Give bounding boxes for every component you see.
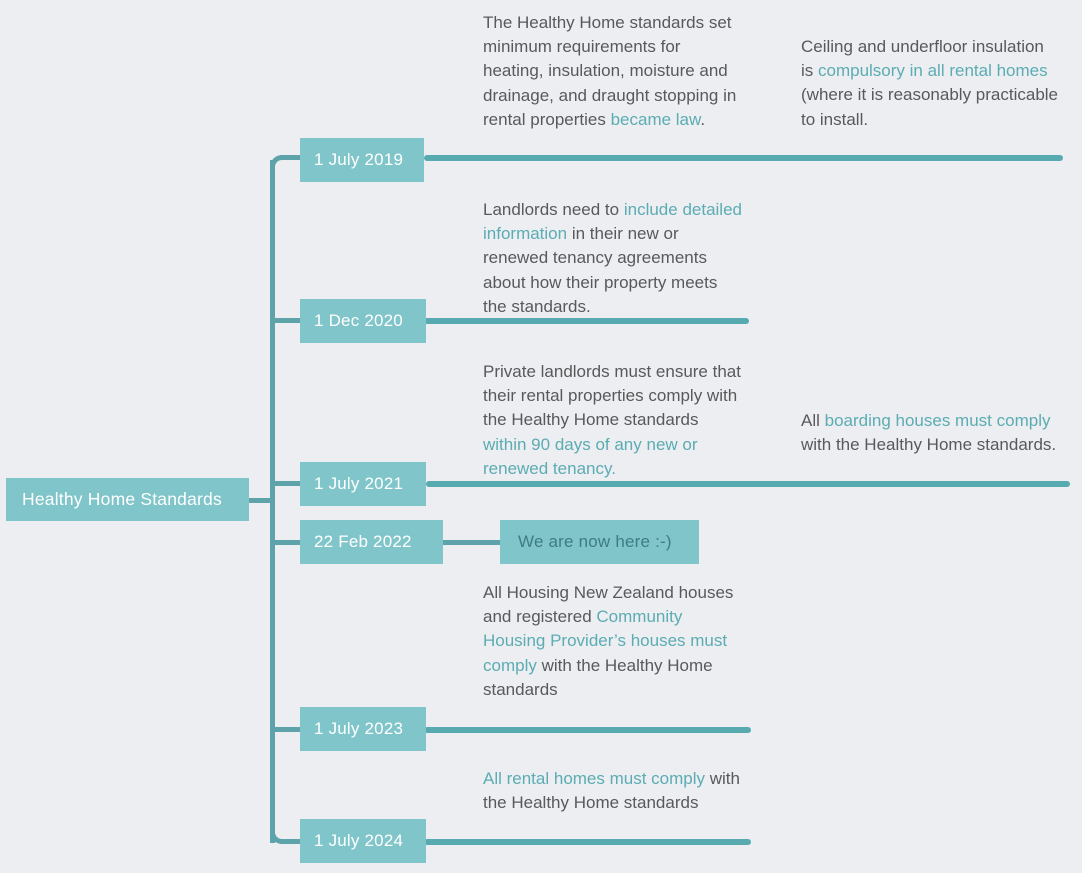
milestone-date-2021: 1 July 2021 xyxy=(314,474,404,493)
note-2019-right: Ceiling and underfloor insulation is com… xyxy=(801,35,1059,132)
note-segment-0: Ceiling and underfloor insulation is xyxy=(801,37,1044,81)
rule-2024 xyxy=(424,839,751,845)
milestone-date-2024: 1 July 2024 xyxy=(314,831,404,850)
branch-stub-2019 xyxy=(280,155,302,160)
note-segment-1: compulsory in all rental homes xyxy=(818,61,1048,81)
milestone-date-2019: 1 July 2019 xyxy=(314,150,404,169)
note-2021-right: All boarding houses must comply with the… xyxy=(801,409,1063,457)
note-segment-0: All Housing New Zealand houses and regis… xyxy=(483,583,734,627)
branch-stub-2023 xyxy=(272,727,302,732)
milestone-date-2022: 22 Feb 2022 xyxy=(314,532,412,551)
marker-connector xyxy=(443,540,503,545)
note-segment-0: All rental homes must comply xyxy=(483,769,706,788)
note-segment-1: within 90 days of any new or renewed ten… xyxy=(483,434,698,478)
note-segment-2: . xyxy=(700,109,706,129)
trunk-line xyxy=(270,160,275,505)
marker-node[interactable]: We are now here :-) xyxy=(500,520,699,564)
milestone-date-2020: 1 Dec 2020 xyxy=(314,311,403,330)
milestone-date-2023: 1 July 2023 xyxy=(314,719,404,738)
note-2020-left: Landlords need to include detailed infor… xyxy=(483,198,745,319)
branch-stub-2024 xyxy=(280,839,302,844)
note-segment-1: with the Healthy Home standards xyxy=(483,769,740,813)
note-segment-1: boarding houses must comply xyxy=(824,411,1051,430)
note-segment-2: in their new or renewed tenancy agreemen… xyxy=(483,224,718,316)
note-segment-2: with the Healthy Home standards. xyxy=(801,435,1057,455)
note-2019-left: The Healthy Home standards set minimum r… xyxy=(483,11,745,132)
note-segment-0: The Healthy Home standards set minimum r… xyxy=(483,13,737,129)
milestone-node-2023[interactable]: 1 July 2023 xyxy=(300,707,426,751)
rule-2020 xyxy=(424,318,749,324)
note-segment-0: Private landlords must ensure that their… xyxy=(483,362,741,430)
note-segment-0: Landlords need to xyxy=(483,200,624,219)
milestone-node-2020[interactable]: 1 Dec 2020 xyxy=(300,299,426,343)
note-2024-left: All rental homes must comply with the He… xyxy=(483,767,745,815)
root-node-label: Healthy Home Standards xyxy=(22,489,222,509)
rule-2023 xyxy=(424,727,751,733)
branch-stub-2020 xyxy=(272,318,302,323)
marker-node-label: We are now here :-) xyxy=(518,532,672,551)
note-2021-left: Private landlords must ensure that their… xyxy=(483,360,745,481)
branch-stub-2022 xyxy=(272,540,302,545)
rule-2021 xyxy=(426,481,1070,487)
branch-stub-2021 xyxy=(272,481,302,486)
note-segment-1: became law xyxy=(610,109,701,129)
milestone-node-2021[interactable]: 1 July 2021 xyxy=(300,462,426,506)
rule-2019 xyxy=(424,155,1063,161)
milestone-node-2019[interactable]: 1 July 2019 xyxy=(300,138,424,182)
note-segment-1: include detailed information xyxy=(483,200,742,244)
milestone-node-2024[interactable]: 1 July 2024 xyxy=(300,819,426,863)
note-segment-1: Community Housing Provider’s houses must… xyxy=(483,607,728,675)
trunk-line-lower xyxy=(270,498,275,843)
root-connector-stub xyxy=(249,498,275,503)
note-segment-2: (where it is reasonably practicable to i… xyxy=(801,85,1059,129)
root-node[interactable]: Healthy Home Standards xyxy=(6,478,249,521)
milestone-node-2022[interactable]: 22 Feb 2022 xyxy=(300,520,443,564)
note-segment-0: All xyxy=(801,411,825,430)
note-segment-2: with the Healthy Home standards xyxy=(483,655,713,699)
note-2023-left: All Housing New Zealand houses and regis… xyxy=(483,581,745,702)
